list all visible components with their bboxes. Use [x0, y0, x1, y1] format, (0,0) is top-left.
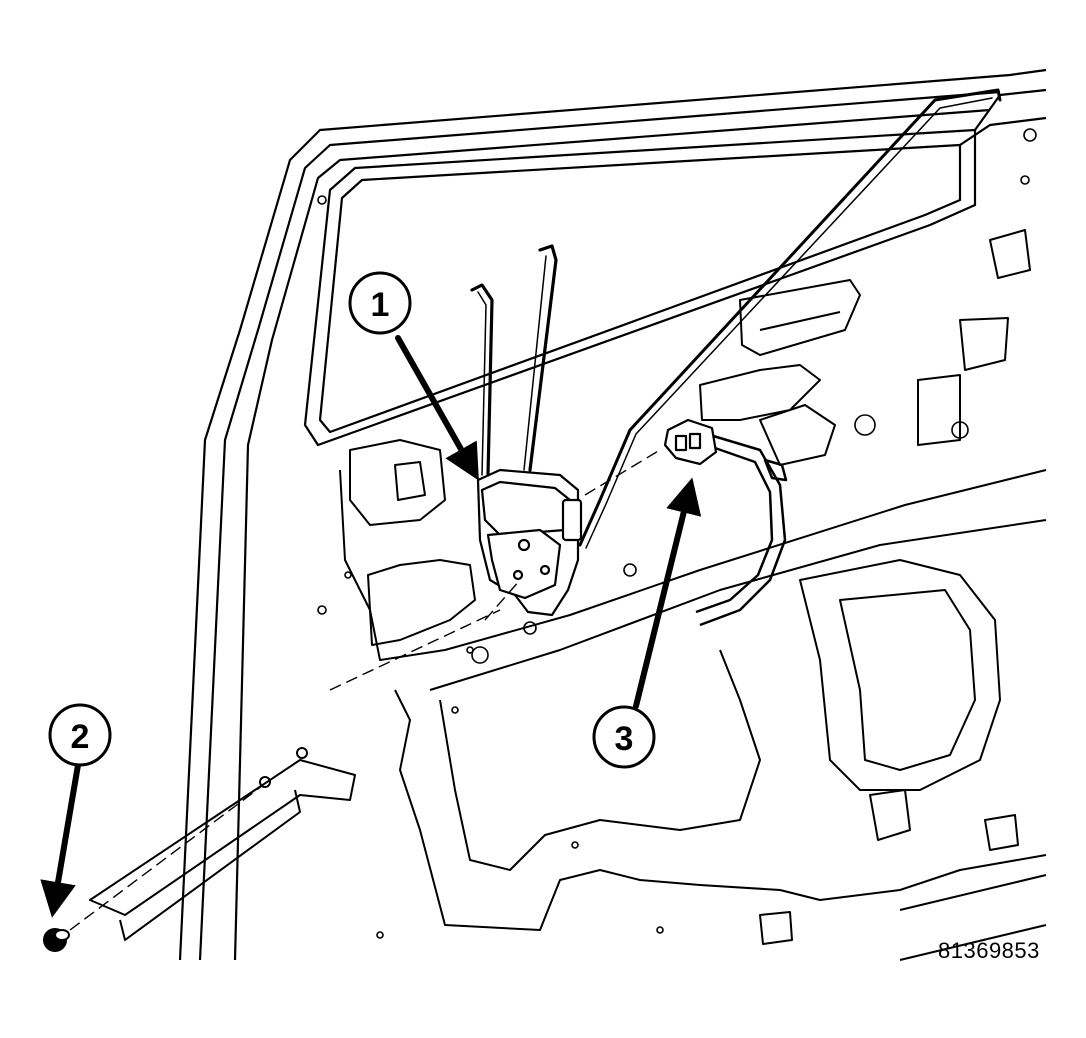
- inside-handle-cable: [578, 88, 1002, 549]
- callout-3: 3: [592, 705, 656, 769]
- callout-arrow-1: [395, 335, 479, 481]
- callout-1: 1: [348, 271, 412, 335]
- door-latch-assembly: [476, 468, 583, 617]
- callout-number-2: 2: [71, 718, 90, 756]
- callout-arrow-2: [40, 762, 81, 918]
- callout-arrows: [40, 335, 702, 918]
- door-frame: [178, 68, 1047, 961]
- callout-arrow-3: [633, 477, 702, 709]
- trim-strip: [89, 747, 356, 941]
- electrical-connector: [663, 418, 718, 466]
- callout-2: 2: [48, 703, 112, 767]
- bolt-icon: [43, 928, 70, 952]
- inner-door-panel: [339, 229, 1047, 961]
- figure-id: 81369853: [938, 938, 1040, 963]
- wire-harness: [695, 433, 788, 627]
- callout-number-3: 3: [615, 720, 634, 758]
- leader-lines: [69, 449, 661, 931]
- callout-number-1: 1: [371, 286, 390, 324]
- panel-holes: [317, 128, 1037, 939]
- latch-rods: [470, 244, 558, 477]
